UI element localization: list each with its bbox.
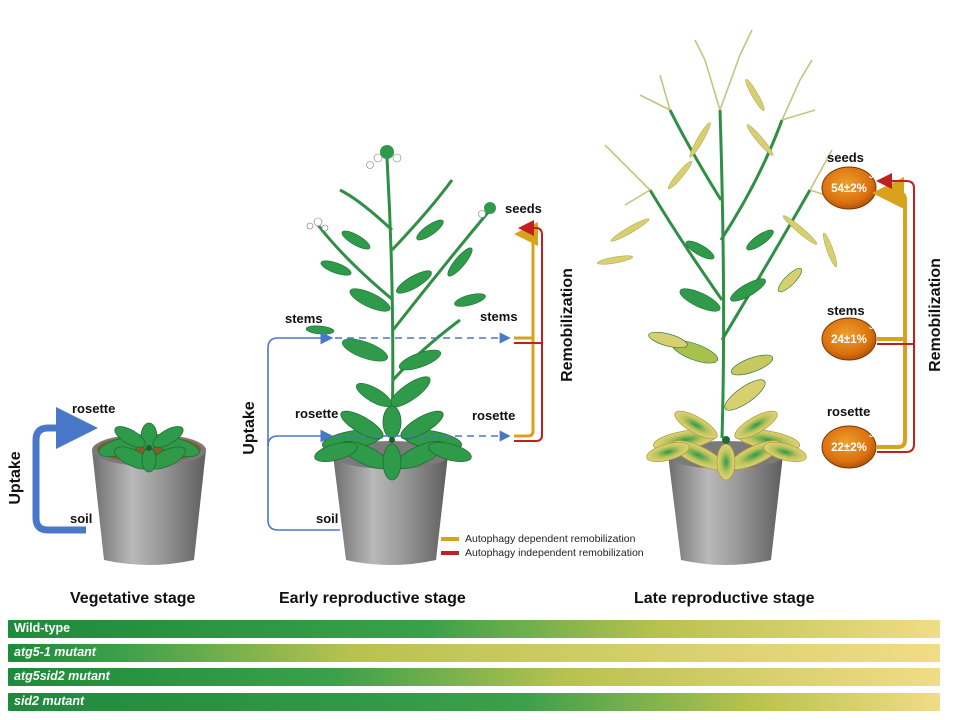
bar-atg5sid2: atg5sid2 mutant [8,668,940,686]
early-flowers [306,145,496,232]
legend-independent: Autophagy independent remobilization [441,547,644,559]
late-pot [668,455,783,565]
legend-swatch-gold [441,537,459,542]
late-stage-title: Late reproductive stage [634,590,815,607]
early-dashed-flows [335,332,511,442]
late-stem-leaves [648,229,803,411]
bar-wild-type: Wild-type [8,620,940,638]
late-stems-node: 24±1% 3 [821,317,877,361]
late-stems [648,109,812,439]
bar-atg5-1: atg5-1 mutant [8,644,940,662]
late-dry-branches [604,29,841,206]
vegetative-stage-title: Vegetative stage [70,590,196,607]
late-rosette-value: 22±2% [831,442,867,454]
late-stems-sup: 3 [869,322,874,331]
early-soil-label: soil [316,511,338,526]
bar-label: Wild-type [14,621,71,635]
vegetative-uptake-label: Uptake [7,451,24,504]
early-remobilization-label: Remobilization [559,268,576,382]
bar-label: atg5-1 mutant [14,645,96,659]
late-stems-value: 24±1% [831,334,867,346]
late-rosette [646,410,807,481]
vegetative-plant [92,422,206,565]
late-rosette-label: rosette [827,404,870,419]
late-rosette-sup: 3 [869,430,874,439]
late-seeds-value: 54±2% [831,183,867,195]
early-remobilization-arrows [514,220,543,442]
late-seeds-node: 54±2% 3 [821,166,877,210]
late-rosette-node: 22±2% 3 [821,425,877,469]
early-pot [333,455,448,565]
early-right-seeds-label: seeds [505,201,542,216]
legend-dependent-text: Autophagy dependent remobilization [465,533,636,545]
vegetative-soil-label: soil [70,511,92,526]
late-seeds-label: seeds [827,150,864,165]
bar-label: atg5sid2 mutant [14,669,110,683]
vegetative-uptake-arrow [32,407,98,534]
bar-label: sid2 mutant [14,694,85,708]
vegetative-rosette-label: rosette [72,401,115,416]
early-stage-title: Early reproductive stage [279,590,466,607]
early-right-stems-label: stems [480,309,518,324]
early-plant [305,145,496,565]
pot [92,450,206,565]
late-stems-label: stems [827,303,865,318]
legend-independent-text: Autophagy independent remobilization [465,547,644,559]
legend-dependent: Autophagy dependent remobilization [441,533,635,545]
early-left-stems-label: stems [285,311,323,326]
late-seeds-sup: 3 [869,171,874,180]
late-siliques [597,79,838,268]
late-plant [597,29,841,565]
early-uptake-arrows [267,331,340,531]
bar-sid2: sid2 mutant [8,693,940,711]
early-rosette [314,405,472,481]
early-right-rosette-label: rosette [472,408,515,423]
early-uptake-label: Uptake [241,401,258,454]
late-remobilization-label: Remobilization [927,258,944,372]
late-remobilization-arrows [872,173,915,453]
early-stem-leaves [305,219,486,408]
early-left-rosette-label: rosette [295,406,338,421]
legend-swatch-red [441,551,459,556]
